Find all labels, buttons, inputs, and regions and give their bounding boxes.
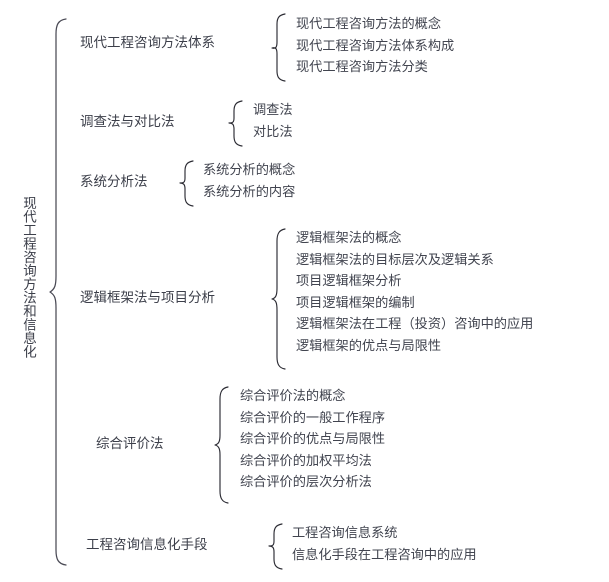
list-item: 项目逻辑框架的编制 — [296, 295, 415, 311]
list-item: 系统分析的内容 — [203, 184, 296, 200]
main-brace — [49, 18, 67, 566]
list-item: 系统分析的概念 — [203, 163, 296, 178]
list-item: 现代工程咨询方法分类 — [296, 60, 428, 75]
group-label-6: 工程咨询信息化手段 — [86, 537, 208, 553]
list-item: 工程咨询信息系统 — [292, 526, 398, 541]
list-item: 综合评价的加权平均法 — [240, 453, 372, 469]
group-label-5: 综合评价法 — [96, 436, 164, 452]
list-item: 综合评价的优点与局限性 — [240, 432, 386, 447]
root-node-label: 现代工程咨询方法和信息化 — [20, 196, 36, 358]
group-label-3: 系统分析法 — [80, 174, 148, 190]
group-label-4: 逻辑框架法与项目分析 — [80, 290, 215, 306]
group-5-brace — [214, 386, 229, 504]
list-item: 调查法 — [253, 103, 293, 118]
list-item: 信息化手段在工程咨询中的应用 — [292, 547, 477, 563]
group-items-5: 综合评价法的概念 综合评价的一般工作程序 综合评价的优点与局限性 综合评价的加权… — [240, 386, 385, 494]
list-item: 对比法 — [253, 124, 293, 140]
group-items-4: 逻辑框架法的概念 逻辑框架法的目标层次及逻辑关系 项目逻辑框架分析 项目逻辑框架… — [296, 228, 533, 357]
list-item: 综合评价的一般工作程序 — [240, 410, 386, 426]
group-items-2: 调查法 对比法 — [253, 100, 293, 143]
list-item: 现代工程咨询方法体系构成 — [296, 38, 455, 54]
list-item: 现代工程咨询方法的概念 — [296, 17, 442, 32]
group-3-brace — [179, 160, 194, 207]
list-item: 项目逻辑框架分析 — [296, 274, 402, 289]
list-item: 逻辑框架法的目标层次及逻辑关系 — [296, 252, 494, 268]
group-label-1: 现代工程咨询方法体系 — [80, 35, 215, 51]
list-item: 综合评价的层次分析法 — [240, 475, 372, 490]
group-label-2: 调查法与对比法 — [80, 114, 175, 130]
list-item: 综合评价法的概念 — [240, 389, 346, 404]
group-1-brace — [271, 13, 286, 82]
list-item: 逻辑框架法的概念 — [296, 231, 402, 246]
group-2-brace — [228, 100, 243, 147]
group-6-brace — [268, 523, 283, 570]
group-items-3: 系统分析的概念 系统分析的内容 — [203, 160, 295, 203]
group-items-1: 现代工程咨询方法的概念 现代工程咨询方法体系构成 现代工程咨询方法分类 — [296, 14, 454, 79]
group-4-brace — [271, 228, 286, 370]
list-item: 逻辑框架的优点与局限性 — [296, 338, 442, 354]
list-item: 逻辑框架法在工程（投资）咨询中的应用 — [296, 317, 534, 332]
group-items-6: 工程咨询信息系统 信息化手段在工程咨询中的应用 — [292, 523, 477, 566]
